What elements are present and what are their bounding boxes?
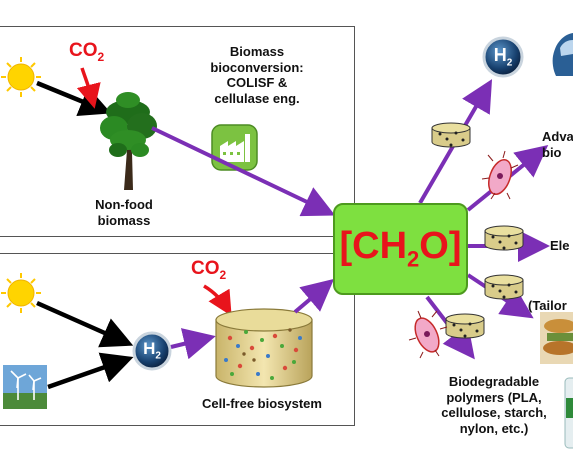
biodegradable-polymers-label: Biodegradable polymers (PLA, cellulose, …: [441, 374, 547, 436]
ch2o-box: [CH2O]: [333, 203, 468, 295]
tree-icon: [100, 92, 157, 190]
wind-to-h2-arrow: [47, 352, 134, 390]
wind-turbine-icon: [3, 365, 47, 409]
bioconversion-label: Biomass bioconversion: COLISF & cellulas…: [210, 44, 304, 106]
h2-sphere-icon-bottom: [132, 331, 172, 371]
bioreactor-icon-3: [484, 274, 524, 300]
sun-icon-top: [1, 57, 41, 97]
cell-free-biosystem-icon: [215, 308, 313, 388]
electricity-label: Ele: [550, 238, 570, 253]
food-photo-icon: [540, 312, 573, 364]
bottle-icon: [564, 377, 573, 449]
sun-icon-bottom: [1, 273, 41, 313]
vehicle-icon: [552, 33, 573, 76]
ch2o-formula: [CH2O]: [339, 225, 462, 272]
biomass-panel: [0, 26, 355, 237]
sun-to-h2-arrow: [36, 300, 134, 348]
biomass-to-center-arrow: [151, 126, 336, 217]
co2-label-top: CO2: [69, 40, 105, 64]
co2-arrow-bottom: [203, 284, 232, 317]
h2-label-bottom: H2: [143, 339, 161, 362]
microbe-icon-2: [408, 310, 448, 359]
biosystem-to-center-arrow: [293, 278, 335, 314]
cell-free-biosystem-label: Cell-free biosystem: [202, 396, 322, 411]
tailored-food-label: (Tailor: [528, 298, 567, 313]
non-food-biomass-label: Non-food biomass: [95, 197, 153, 228]
bioreactor-icon-2: [484, 225, 524, 251]
h2-label-top: H2: [493, 45, 513, 69]
co2-label-bottom: CO2: [191, 258, 227, 282]
h2-sphere-icon-top: [482, 36, 524, 78]
h2-to-biosystem-arrow: [170, 328, 216, 360]
factory-icon: [211, 124, 258, 171]
microbe-icon-1: [481, 150, 519, 200]
advanced-biofuels-label: Adva bio: [542, 129, 573, 160]
co2-arrow-top: [76, 67, 101, 109]
bioreactor-icon-4: [445, 313, 485, 339]
bioreactor-icon-1: [431, 122, 471, 148]
